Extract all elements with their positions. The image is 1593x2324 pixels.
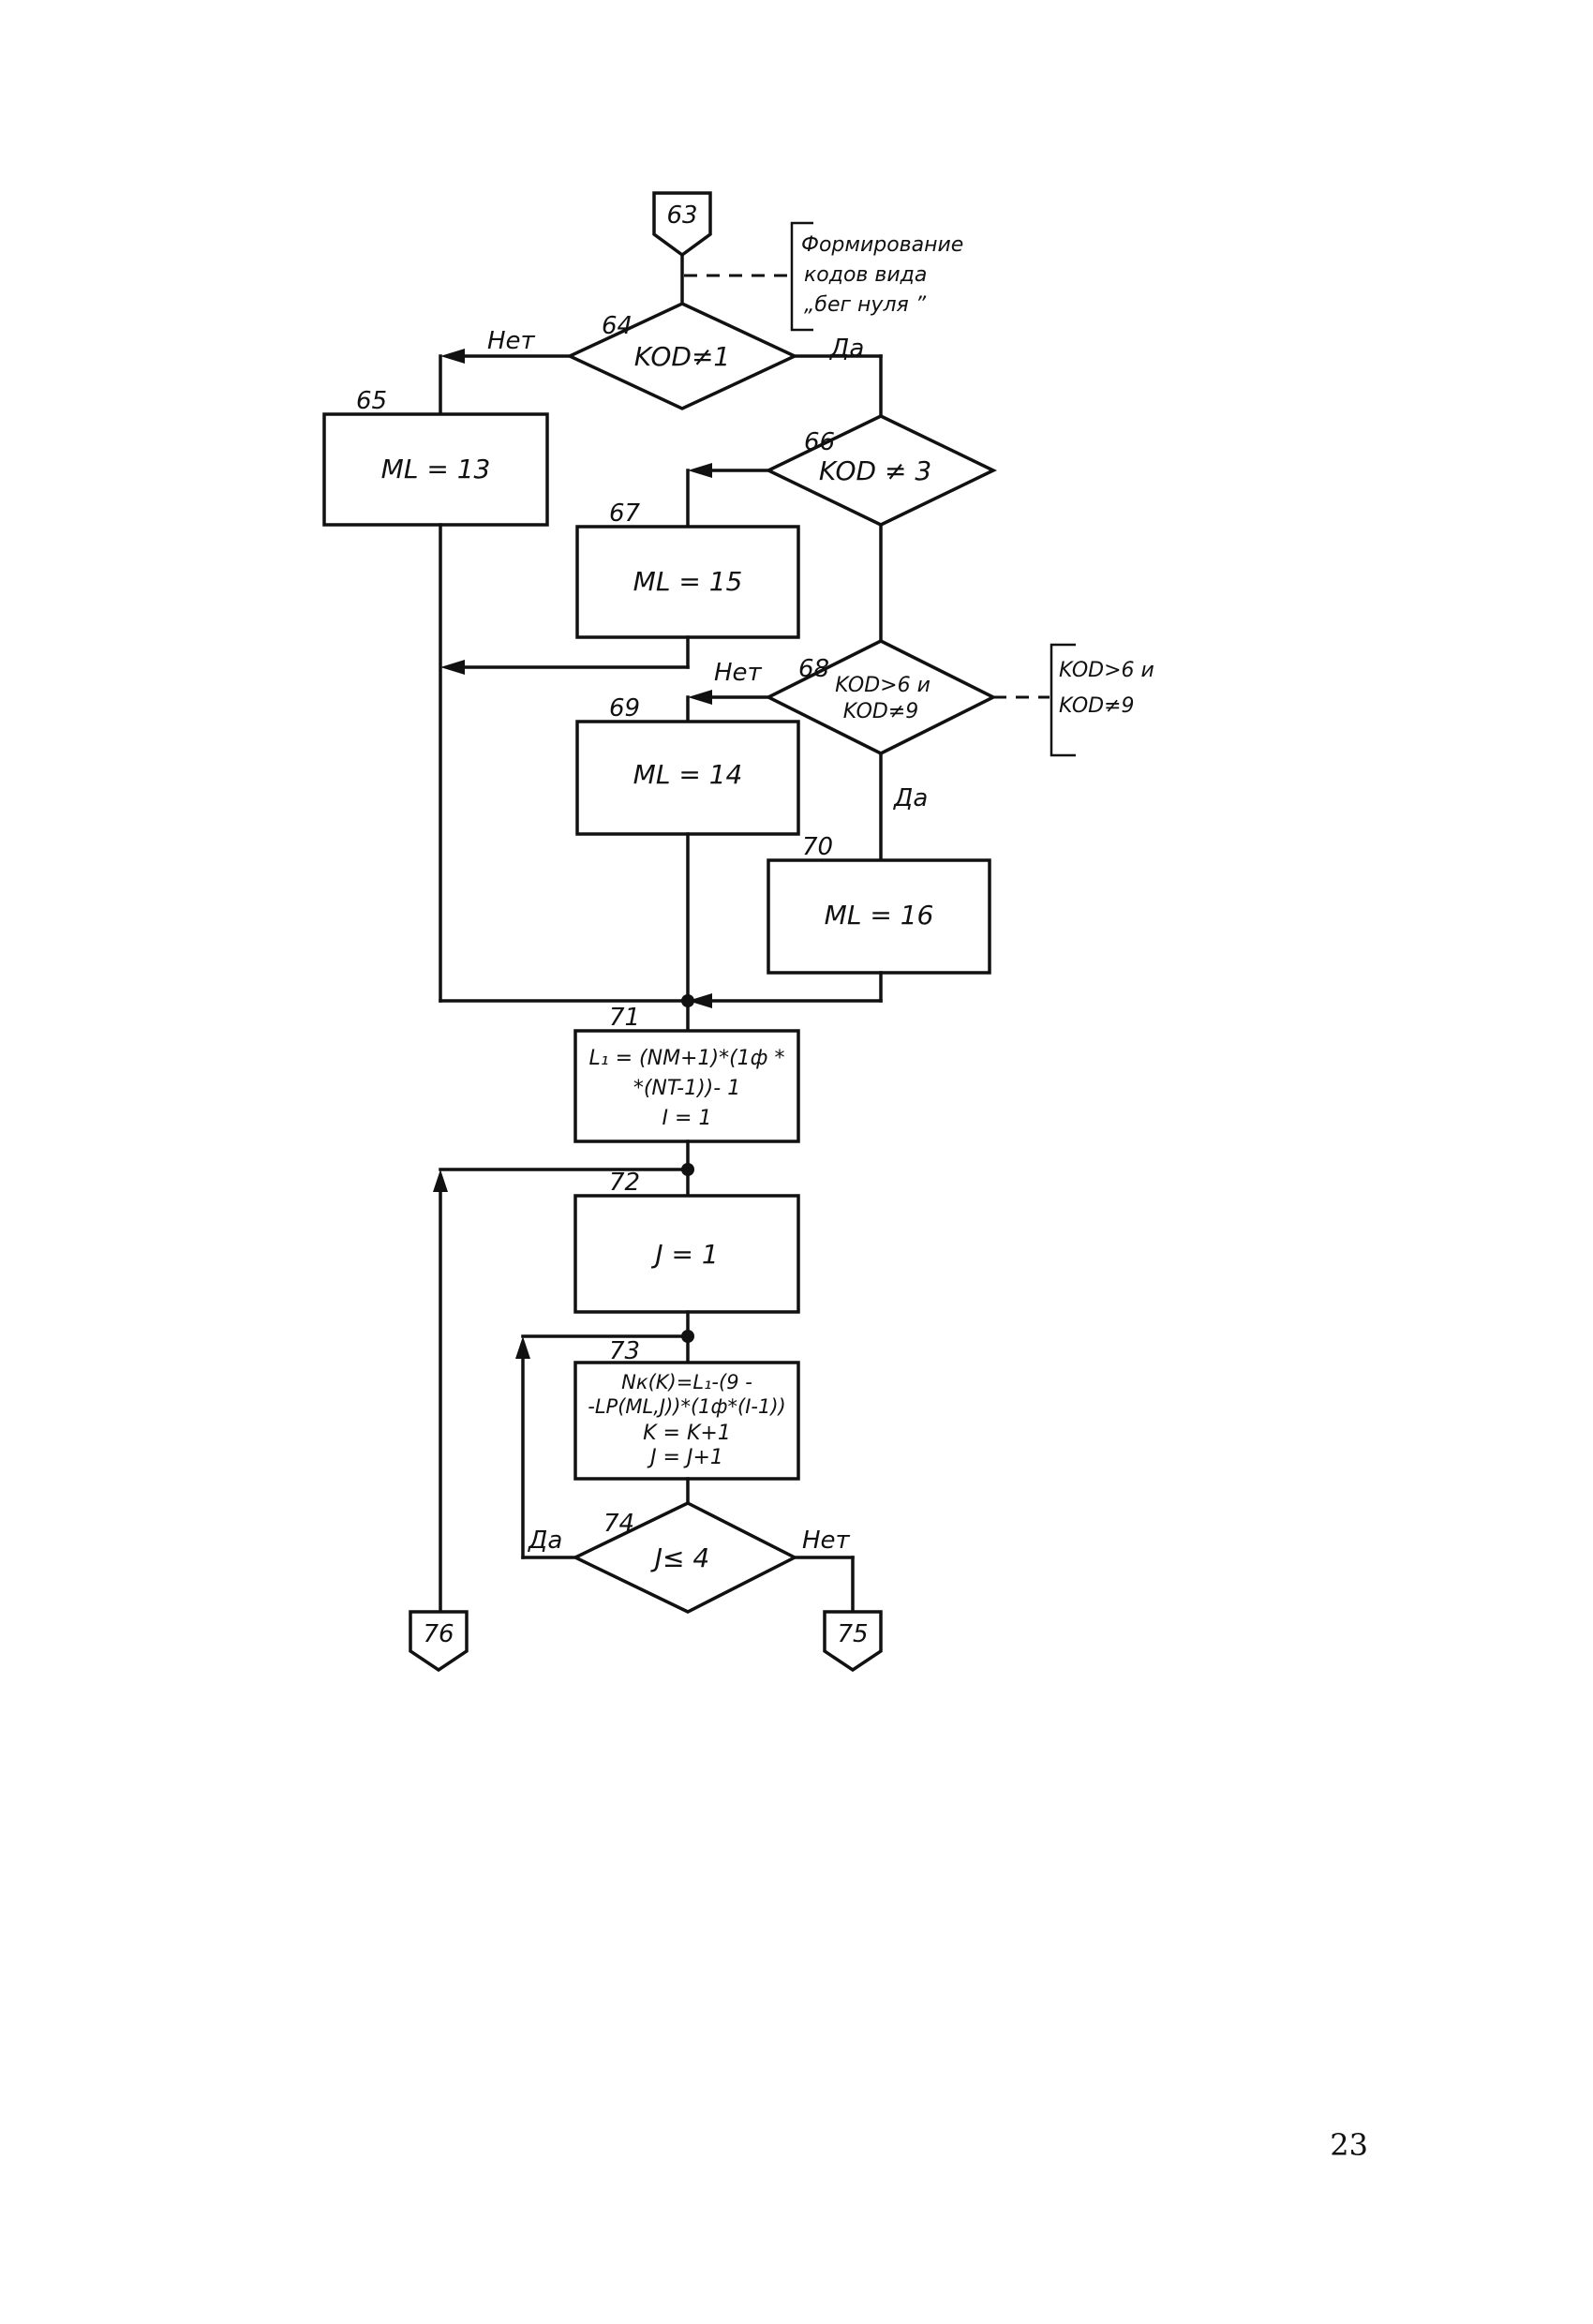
decision-74-no-label: Нет <box>802 1527 851 1555</box>
connector-63: 63 <box>652 191 712 258</box>
process-69-text: ML = 14 <box>633 759 743 790</box>
decision-74-condition: J≤ 4 <box>650 1542 709 1573</box>
decision-66: 66 KOD ≠ 3 <box>764 414 998 527</box>
process-69-number: 69 <box>609 694 640 723</box>
decision-74: 74 J≤ 4 Да Нет <box>528 1501 851 1614</box>
process-73-line-4: J = J+1 <box>647 1446 723 1469</box>
process-67: 67 ML = 15 <box>575 499 800 639</box>
process-71-number: 71 <box>609 1004 640 1032</box>
decision-74-yes-label: Да <box>528 1527 562 1555</box>
process-72: 72 J = 1 <box>573 1169 800 1314</box>
comment-top-line-1: Формирование <box>801 233 963 257</box>
connector-63-label: 63 <box>666 201 697 230</box>
decision-68-number: 68 <box>798 655 829 683</box>
process-71-line-2: *(NT-1))- 1 <box>633 1077 740 1100</box>
page-number: 23 <box>1330 2127 1368 2163</box>
process-73-line-2: -LP(ML,J))*(1ф*(I-1)) <box>588 1395 785 1418</box>
decision-68-yes-label: Да <box>893 784 928 812</box>
decision-68: 68 KOD>6 и KOD≠9 Нет Да <box>714 639 997 812</box>
decision-68-condition-line-2: KOD≠9 <box>843 700 919 723</box>
process-71-line-3: I = 1 <box>663 1107 712 1130</box>
process-67-text: ML = 15 <box>633 566 743 597</box>
process-73-number: 73 <box>609 1337 640 1365</box>
process-72-number: 72 <box>609 1169 640 1197</box>
process-65-text: ML = 13 <box>381 454 491 484</box>
connector-76: 76 <box>409 1610 469 1673</box>
decision-74-number: 74 <box>603 1510 634 1538</box>
decision-64: 64 KOD≠1 Нет Да <box>487 302 864 410</box>
process-70: 70 ML = 16 <box>767 833 991 975</box>
process-65-number: 65 <box>356 387 387 415</box>
comment-top: Формирование кодов вида „бег нуля ” <box>684 221 963 332</box>
decision-64-yes-label: Да <box>829 335 864 363</box>
process-69: 69 ML = 14 <box>575 694 800 836</box>
process-73: 73 Nк(K)=L₁-(9 - -LP(ML,J))*(1ф*(I-1)) K… <box>573 1337 800 1481</box>
decision-64-number: 64 <box>602 312 633 340</box>
comment-top-line-3: „бег нуля ” <box>804 293 927 317</box>
decision-64-condition: KOD≠1 <box>634 341 730 372</box>
process-73-line-3: K = K+1 <box>643 1422 731 1445</box>
connector-75-label: 75 <box>837 1620 868 1648</box>
process-70-text: ML = 16 <box>825 900 934 931</box>
comment-68: KOD>6 и KOD≠9 <box>993 643 1154 757</box>
connector-76-label: 76 <box>423 1620 454 1648</box>
comment-68-line-1: KOD>6 и <box>1059 659 1154 682</box>
process-67-number: 67 <box>609 499 641 528</box>
process-71-line-1: L₁ = (NM+1)*(1ф * <box>589 1047 785 1070</box>
process-72-text: J = 1 <box>650 1239 718 1270</box>
process-71: 71 L₁ = (NM+1)*(1ф * *(NT-1))- 1 I = 1 <box>573 1004 800 1143</box>
comment-68-line-2: KOD≠9 <box>1059 694 1135 718</box>
comment-top-line-2: кодов вида <box>804 263 927 287</box>
process-70-number: 70 <box>802 833 833 861</box>
decision-68-condition-line-1: KOD>6 и <box>835 674 930 697</box>
connector-75: 75 <box>823 1610 883 1673</box>
decision-66-condition: KOD ≠ 3 <box>819 455 931 486</box>
decision-66-number: 66 <box>804 428 835 456</box>
decision-64-no-label: Нет <box>487 327 536 355</box>
process-73-line-1: Nк(K)=L₁-(9 - <box>621 1371 752 1393</box>
process-65: 65 ML = 13 <box>322 387 549 527</box>
decision-68-no-label: Нет <box>714 659 763 687</box>
